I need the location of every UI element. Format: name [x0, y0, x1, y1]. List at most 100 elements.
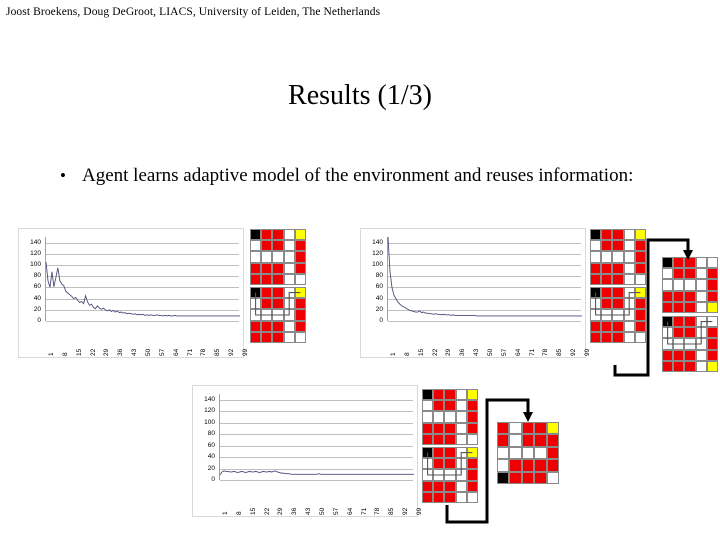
maze-cell-wall — [534, 434, 547, 447]
maze-cell-wall — [261, 331, 273, 343]
y-tick-label: 60 — [375, 283, 383, 291]
gridline — [220, 480, 413, 481]
maze-cell-free — [455, 389, 467, 401]
x-tick-label: 50 — [145, 348, 152, 356]
maze-cell-wall — [634, 298, 646, 310]
maze-cell-free — [673, 338, 685, 350]
x-tick-label: 64 — [172, 348, 180, 356]
maze-cell-free — [695, 327, 707, 339]
y-tick-label: 140 — [204, 395, 215, 403]
maze-cell-free — [422, 411, 434, 423]
x-tick-label: 29 — [445, 348, 453, 356]
maze-cell-wall — [684, 301, 696, 313]
maze-cell-wall — [261, 320, 273, 332]
maze-cell-free — [444, 411, 456, 423]
maze-cell-free — [261, 251, 273, 263]
maze-cell-free — [684, 279, 696, 291]
x-tick-label: 22 — [431, 348, 439, 356]
maze-cell-free — [623, 262, 635, 274]
gridline — [220, 411, 413, 413]
maze-cell-free — [623, 229, 635, 241]
maze-cell-wall — [546, 446, 559, 460]
maze-cell-start — [590, 229, 602, 241]
maze-cell-start — [590, 287, 602, 299]
maze-cell-free — [283, 251, 295, 263]
maze-cell-wall — [466, 400, 478, 412]
maze-cell-wall — [422, 422, 434, 434]
page-title: Results (1/3) — [288, 80, 432, 111]
maze-cell-wall — [509, 471, 522, 484]
maze-cell-wall — [601, 320, 613, 332]
gridline — [388, 253, 581, 255]
maze-grid-maze-1b — [250, 287, 306, 343]
maze-cell-free — [455, 422, 467, 434]
maze-grid-maze-1a — [250, 229, 306, 285]
maze-cell-wall — [673, 268, 685, 280]
maze-cell-wall — [294, 320, 306, 332]
y-tick-label: 40 — [33, 294, 41, 302]
x-tick-label: 50 — [319, 507, 326, 515]
maze-cell-free — [695, 290, 707, 302]
maze-cell-free — [422, 458, 434, 470]
maze-cell-wall — [433, 433, 445, 445]
authors-affiliation-line: Joost Broekens, Doug DeGroot, LIACS, Uni… — [6, 6, 381, 18]
maze-cell-goal — [706, 301, 718, 313]
x-tick-label: 8 — [403, 352, 411, 356]
maze-cell-start — [422, 447, 434, 459]
y-tick-label: 120 — [30, 249, 41, 257]
maze-cell-wall — [612, 287, 624, 299]
maze-cell-free — [623, 287, 635, 299]
y-tick-label: 80 — [375, 272, 383, 280]
y-tick-label: 20 — [375, 305, 383, 313]
maze-cell-free — [283, 262, 295, 274]
maze-cell-free — [623, 251, 635, 263]
maze-cell-wall — [444, 422, 456, 434]
maze-cell-wall — [294, 262, 306, 274]
maze-cell-wall — [433, 491, 445, 503]
maze-cell-wall — [684, 316, 696, 328]
maze-cell-free — [422, 469, 434, 481]
maze-grid-maze-3a — [662, 257, 718, 313]
maze-cell-free — [272, 251, 284, 263]
maze-cell-free — [433, 469, 445, 481]
maze-cell-wall — [294, 240, 306, 252]
gridline — [46, 265, 239, 266]
maze-cell-free — [250, 298, 262, 310]
maze-cell-free — [294, 273, 306, 285]
maze-cell-free — [673, 279, 685, 291]
maze-cell-wall — [601, 273, 613, 285]
maze-cell-free — [662, 279, 674, 291]
gridline — [388, 321, 581, 322]
maze-grid-maze-4b — [422, 447, 478, 503]
bullet-marker-icon: • — [60, 166, 66, 185]
x-tick-label: 57 — [332, 507, 340, 515]
maze-cell-free — [662, 268, 674, 280]
maze-cell-start — [250, 229, 262, 241]
maze-cell-free — [444, 469, 456, 481]
x-tick-label: 22 — [263, 507, 271, 515]
maze-cell-wall — [250, 331, 262, 343]
maze-cell-goal — [466, 389, 478, 401]
maze-cell-free — [272, 309, 284, 321]
gridline — [220, 457, 413, 459]
maze-cell-goal — [634, 229, 646, 241]
x-tick-label: 92 — [402, 507, 410, 515]
maze-cell-free — [546, 471, 559, 484]
maze-cell-start — [662, 257, 674, 269]
maze-cell-wall — [706, 279, 718, 291]
maze-cell-free — [283, 309, 295, 321]
maze-cell-free — [455, 447, 467, 459]
maze-cell-free — [601, 309, 613, 321]
maze-cell-wall — [466, 480, 478, 492]
maze-cell-wall — [612, 298, 624, 310]
x-tick-label: 43 — [473, 348, 481, 356]
x-tick-label: 71 — [360, 507, 368, 515]
x-tick-label: 57 — [500, 348, 508, 356]
maze-cell-free — [509, 446, 522, 460]
